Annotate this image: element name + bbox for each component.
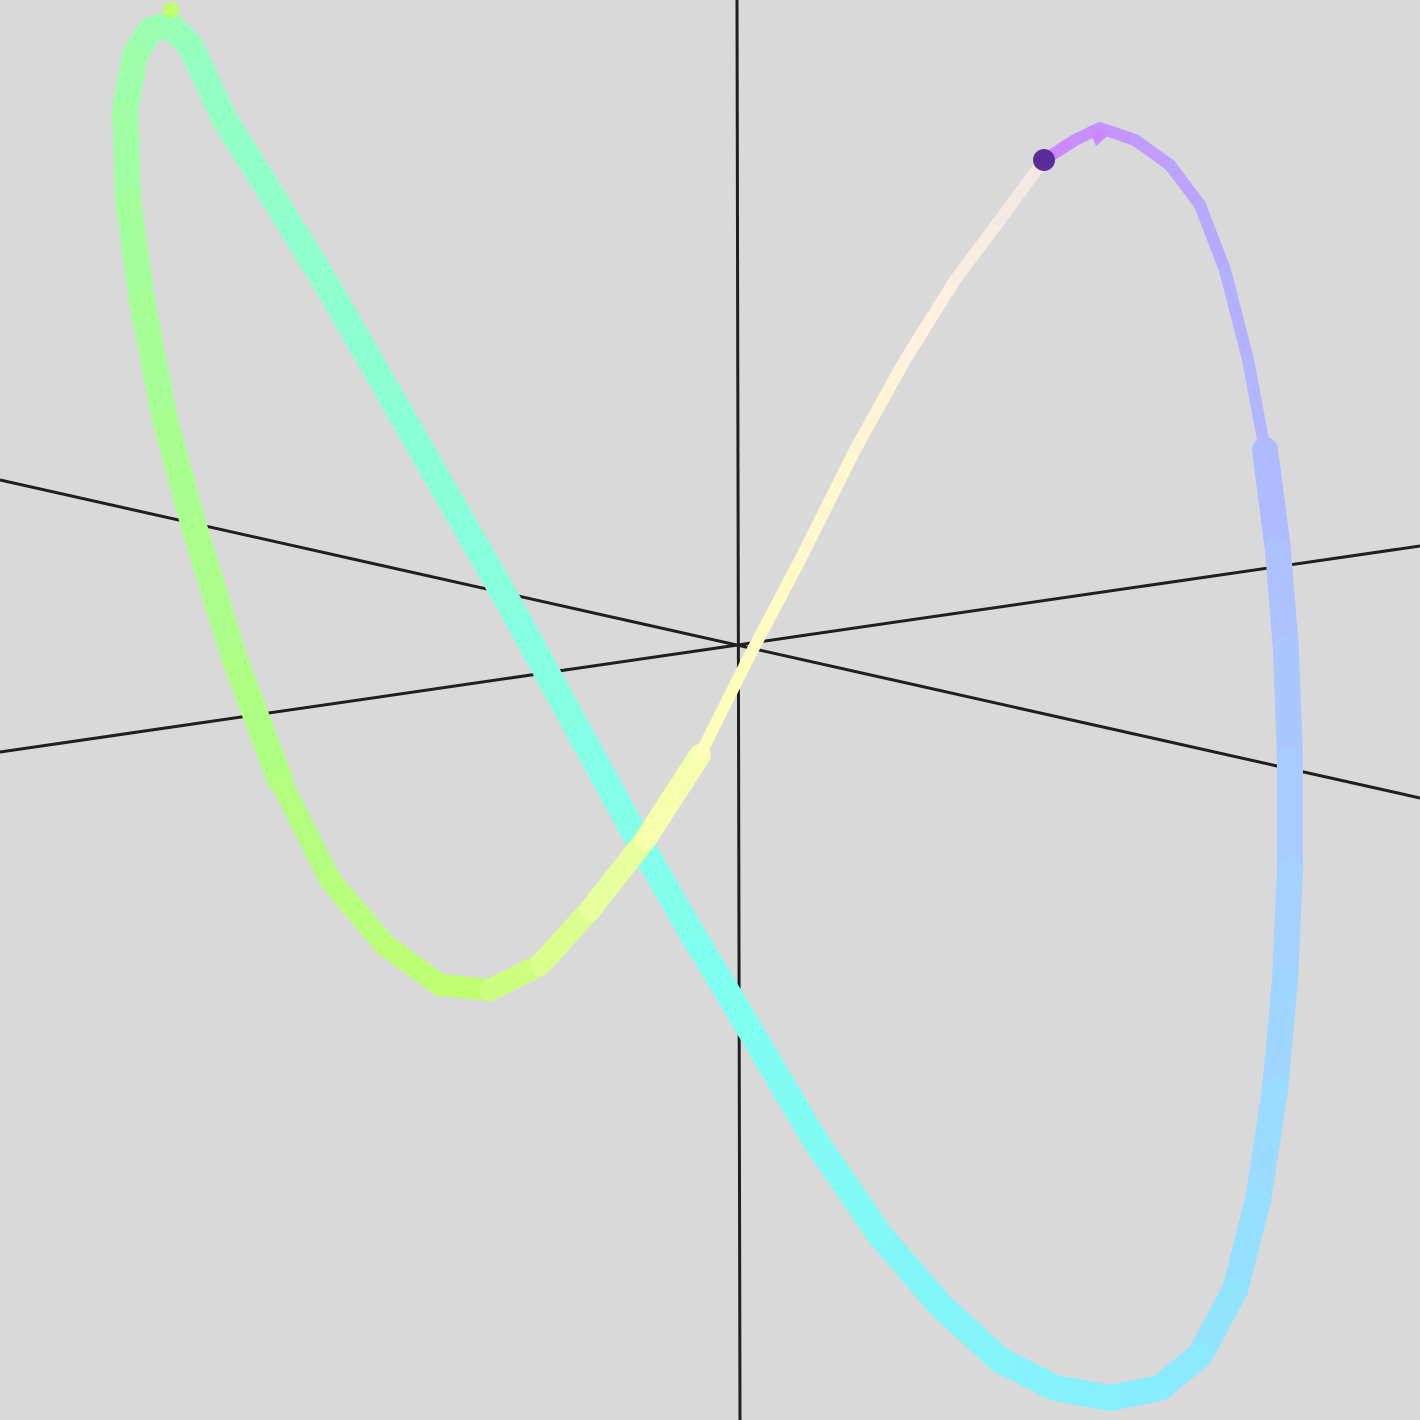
curve-segment	[867, 1222, 953, 1318]
curve-segment	[1242, 354, 1271, 456]
curve-segment	[437, 487, 523, 618]
curve-segment	[1272, 857, 1303, 993]
curve-segment	[497, 592, 583, 728]
curve-segment	[737, 1017, 828, 1153]
curve-segment	[374, 934, 451, 996]
curve-segment	[899, 274, 961, 366]
parametric-curve	[112, 2, 1303, 1411]
curve-segment	[1245, 1077, 1288, 1213]
curve-segment	[634, 744, 711, 851]
curve-segment	[794, 444, 861, 566]
curve-segment	[262, 187, 343, 303]
curve-segment	[222, 647, 293, 793]
curve-segment	[529, 899, 601, 976]
curve-segment	[694, 649, 756, 761]
curve-segment	[927, 1292, 1013, 1373]
curve-segment	[177, 32, 238, 133]
curve-segment	[1129, 134, 1176, 171]
curve-segment	[1273, 637, 1303, 773]
curve-segment	[212, 107, 288, 213]
curve-segment	[1094, 122, 1141, 146]
diagonal-axis-b	[0, 544, 1420, 754]
vertical-axis	[735, 0, 742, 1420]
curve-segment	[1164, 159, 1206, 211]
diagonal-axis-a	[0, 478, 1420, 800]
curve-segment	[579, 829, 656, 921]
curve-segment	[677, 917, 763, 1043]
curve-segment	[182, 517, 248, 673]
curve-segment	[1219, 264, 1254, 366]
curve-segment	[269, 769, 341, 891]
curve-segment	[1194, 199, 1231, 276]
curve-start-marker[interactable]	[1033, 149, 1055, 171]
curve-segment	[1262, 967, 1298, 1103]
curve-direction-arrow	[1088, 126, 1112, 146]
curve-segment	[994, 154, 1050, 226]
curve-segment	[377, 382, 463, 513]
curve-segment	[802, 1127, 893, 1248]
curve-segment	[949, 214, 1006, 286]
curve-segment	[849, 354, 911, 456]
curve-segment	[317, 277, 403, 408]
curve-segment	[319, 869, 396, 956]
curve-segment	[1265, 537, 1299, 663]
curve-segment	[115, 187, 155, 313]
curve-segment	[129, 287, 178, 433]
curve-segment	[112, 97, 141, 213]
curve-segment	[1252, 437, 1291, 563]
curve-segment	[1222, 1187, 1271, 1303]
curve-segment	[557, 702, 643, 838]
curve-segment	[152, 407, 208, 543]
curve-tip-marker	[163, 2, 179, 18]
curve-segment	[744, 554, 806, 661]
